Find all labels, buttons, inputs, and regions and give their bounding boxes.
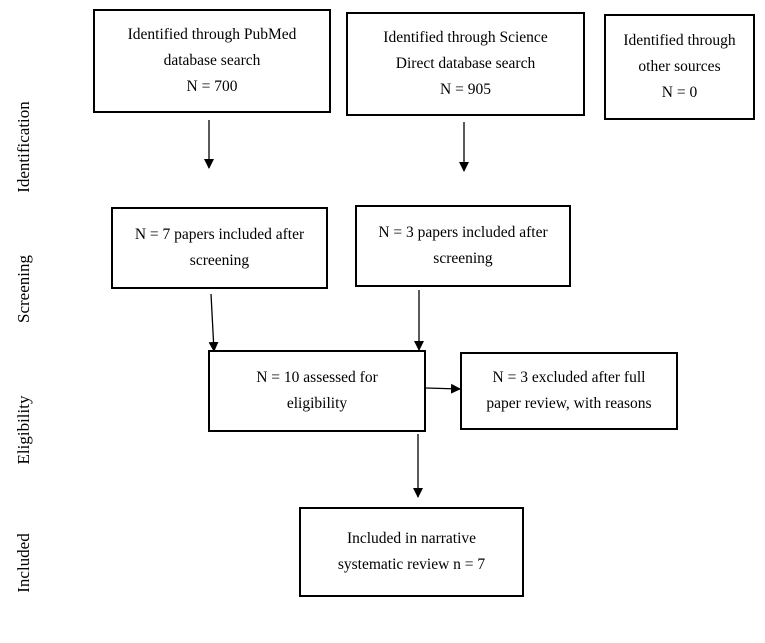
pubmed-box-line-1: Identified through PubMed <box>127 26 297 43</box>
eligibility-line-1: N = 10 assessed for <box>256 369 378 386</box>
excluded-papers-box: N = 3 excluded after full paper review, … <box>460 352 678 430</box>
pubmed-identification-box: Identified through PubMed database searc… <box>93 9 331 113</box>
science-direct-box-line-1: Identified through Science <box>383 29 548 46</box>
pubmed-screening-box: N = 7 papers included after screening <box>111 207 328 289</box>
included-review-box: Included in narrative systematic review … <box>299 507 524 597</box>
science-direct-identification-box: Identified through Science Direct databa… <box>346 12 585 116</box>
excluded-line-1: N = 3 excluded after full <box>492 369 646 386</box>
other-sources-identification-box: Identified through other sources N = 0 <box>604 14 755 120</box>
eligibility-line-2: eligibility <box>286 395 348 412</box>
pubmed-screening-line-1: N = 7 papers included after <box>134 226 305 243</box>
included-line-2: systematic review n = 7 <box>337 556 486 573</box>
science-direct-screening-line-1: N = 3 papers included after <box>378 224 548 241</box>
flow-arrows <box>204 120 469 498</box>
arrow-eligibility-to-excluded <box>425 383 461 394</box>
other-sources-box-count: N = 0 <box>661 84 698 101</box>
arrow-pubmed-screening-to-eligibility <box>208 293 219 352</box>
pubmed-screening-line-2: screening <box>189 252 250 269</box>
included-line-1: Included in narrative <box>346 530 477 547</box>
science-direct-box-count: N = 905 <box>440 81 491 98</box>
eligibility-assessment-box: N = 10 assessed for eligibility <box>208 350 426 432</box>
other-sources-box-line-1: Identified through <box>623 32 736 49</box>
science-direct-box-line-2: Direct database search <box>395 55 536 72</box>
science-direct-screening-line-2: screening <box>433 250 493 267</box>
other-sources-box-line-2: other sources <box>638 58 721 75</box>
pubmed-box-line-2: database search <box>163 52 261 69</box>
science-direct-screening-box: N = 3 papers included after screening <box>355 205 571 287</box>
excluded-line-2: paper review, with reasons <box>486 395 652 412</box>
pubmed-box-count: N = 700 <box>186 78 238 95</box>
